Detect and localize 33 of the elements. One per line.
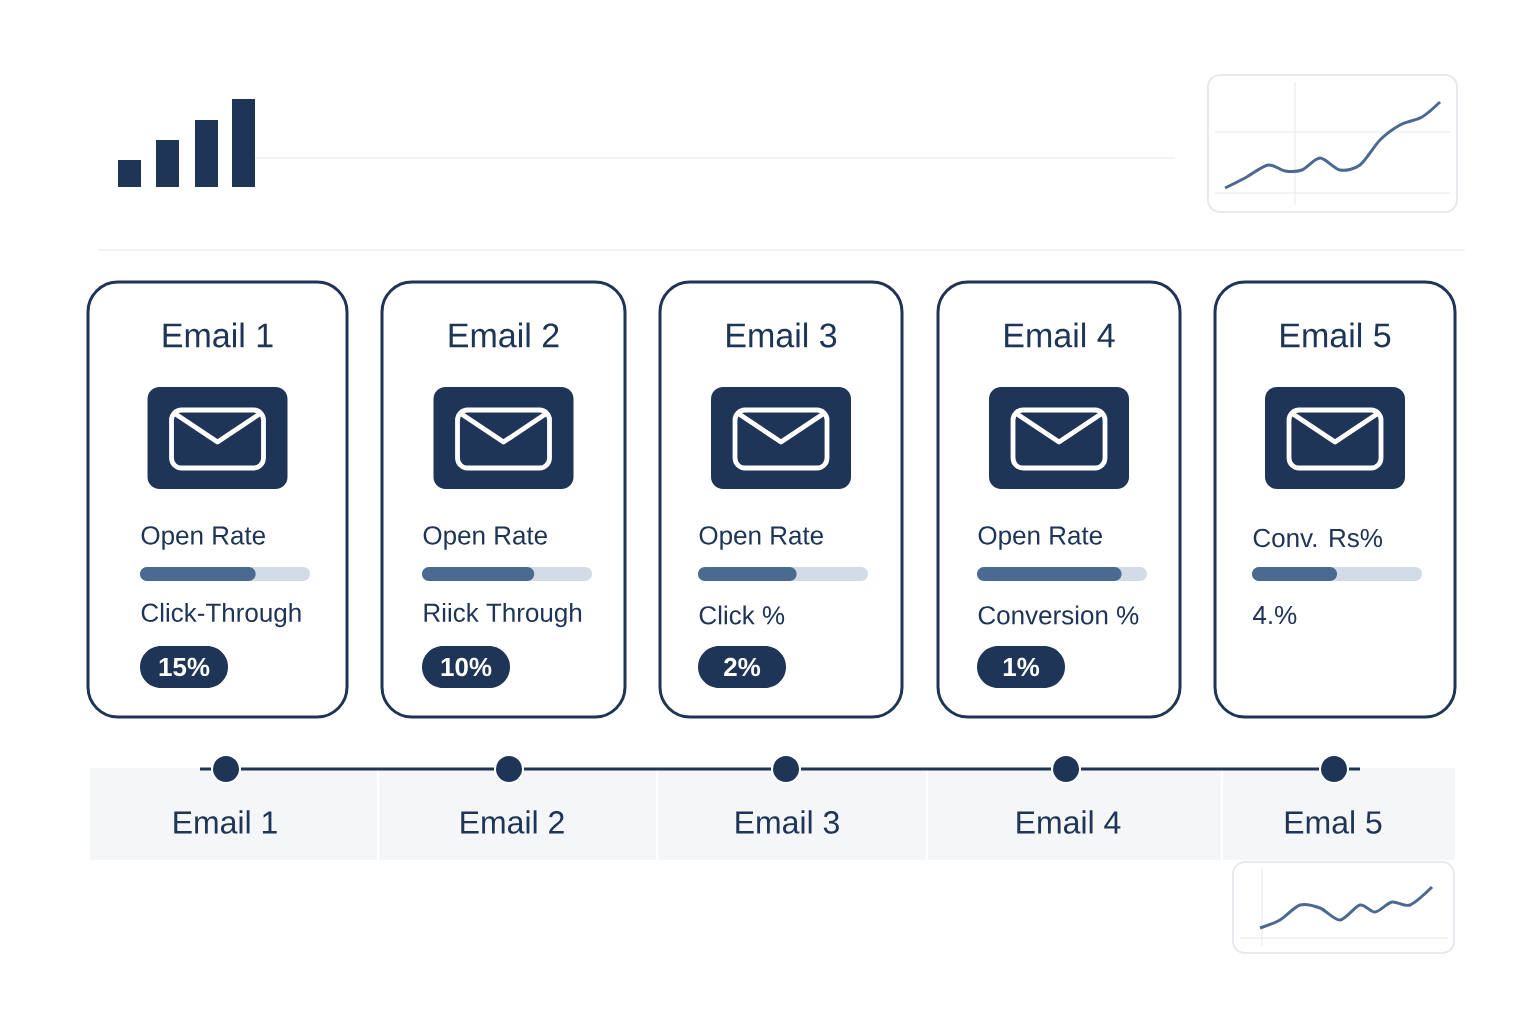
metric-label: Open Rate	[699, 526, 823, 550]
value-badge: 2%	[698, 646, 786, 688]
metric-label: Conv. Rs%	[1253, 528, 1382, 548]
metric-label: 4.%	[1253, 605, 1297, 625]
metric-label: Click-Through	[141, 602, 301, 628]
value-badge: 15%	[140, 646, 228, 688]
card-title: Email 1	[163, 322, 273, 348]
timeline-dot	[211, 754, 241, 784]
timeline-label: Emal 5	[1285, 810, 1382, 834]
timeline-label: Email 2	[461, 810, 564, 834]
metric-label: Open Rate	[423, 526, 547, 550]
timeline-dot	[1051, 754, 1081, 784]
metric-label: Open Rate	[141, 526, 265, 550]
timeline-dot	[771, 754, 801, 784]
value-badge: 1%	[977, 646, 1065, 688]
metric-label: Conversion %	[978, 605, 1139, 625]
card-title: Email 2	[449, 322, 559, 348]
timeline-connector	[241, 767, 494, 771]
timeline-connector	[524, 767, 771, 771]
metric-label: Riick Through	[424, 602, 582, 628]
timeline-connector	[801, 767, 1051, 771]
timeline-label: Email 1	[174, 810, 277, 834]
value-badge: 10%	[422, 646, 510, 688]
metric-label: Click %	[699, 605, 785, 625]
timeline-connector	[1081, 767, 1319, 771]
timeline-label: Email 3	[736, 810, 839, 834]
card-title: Email 5	[1281, 322, 1391, 348]
card-title: Email 4	[1005, 322, 1115, 348]
timeline-dot	[1319, 754, 1349, 784]
card-title: Email 3	[727, 322, 837, 348]
timeline-label: Email 4	[1017, 810, 1121, 834]
metric-label: Open Rate	[978, 526, 1102, 550]
timeline-dot	[494, 754, 524, 784]
